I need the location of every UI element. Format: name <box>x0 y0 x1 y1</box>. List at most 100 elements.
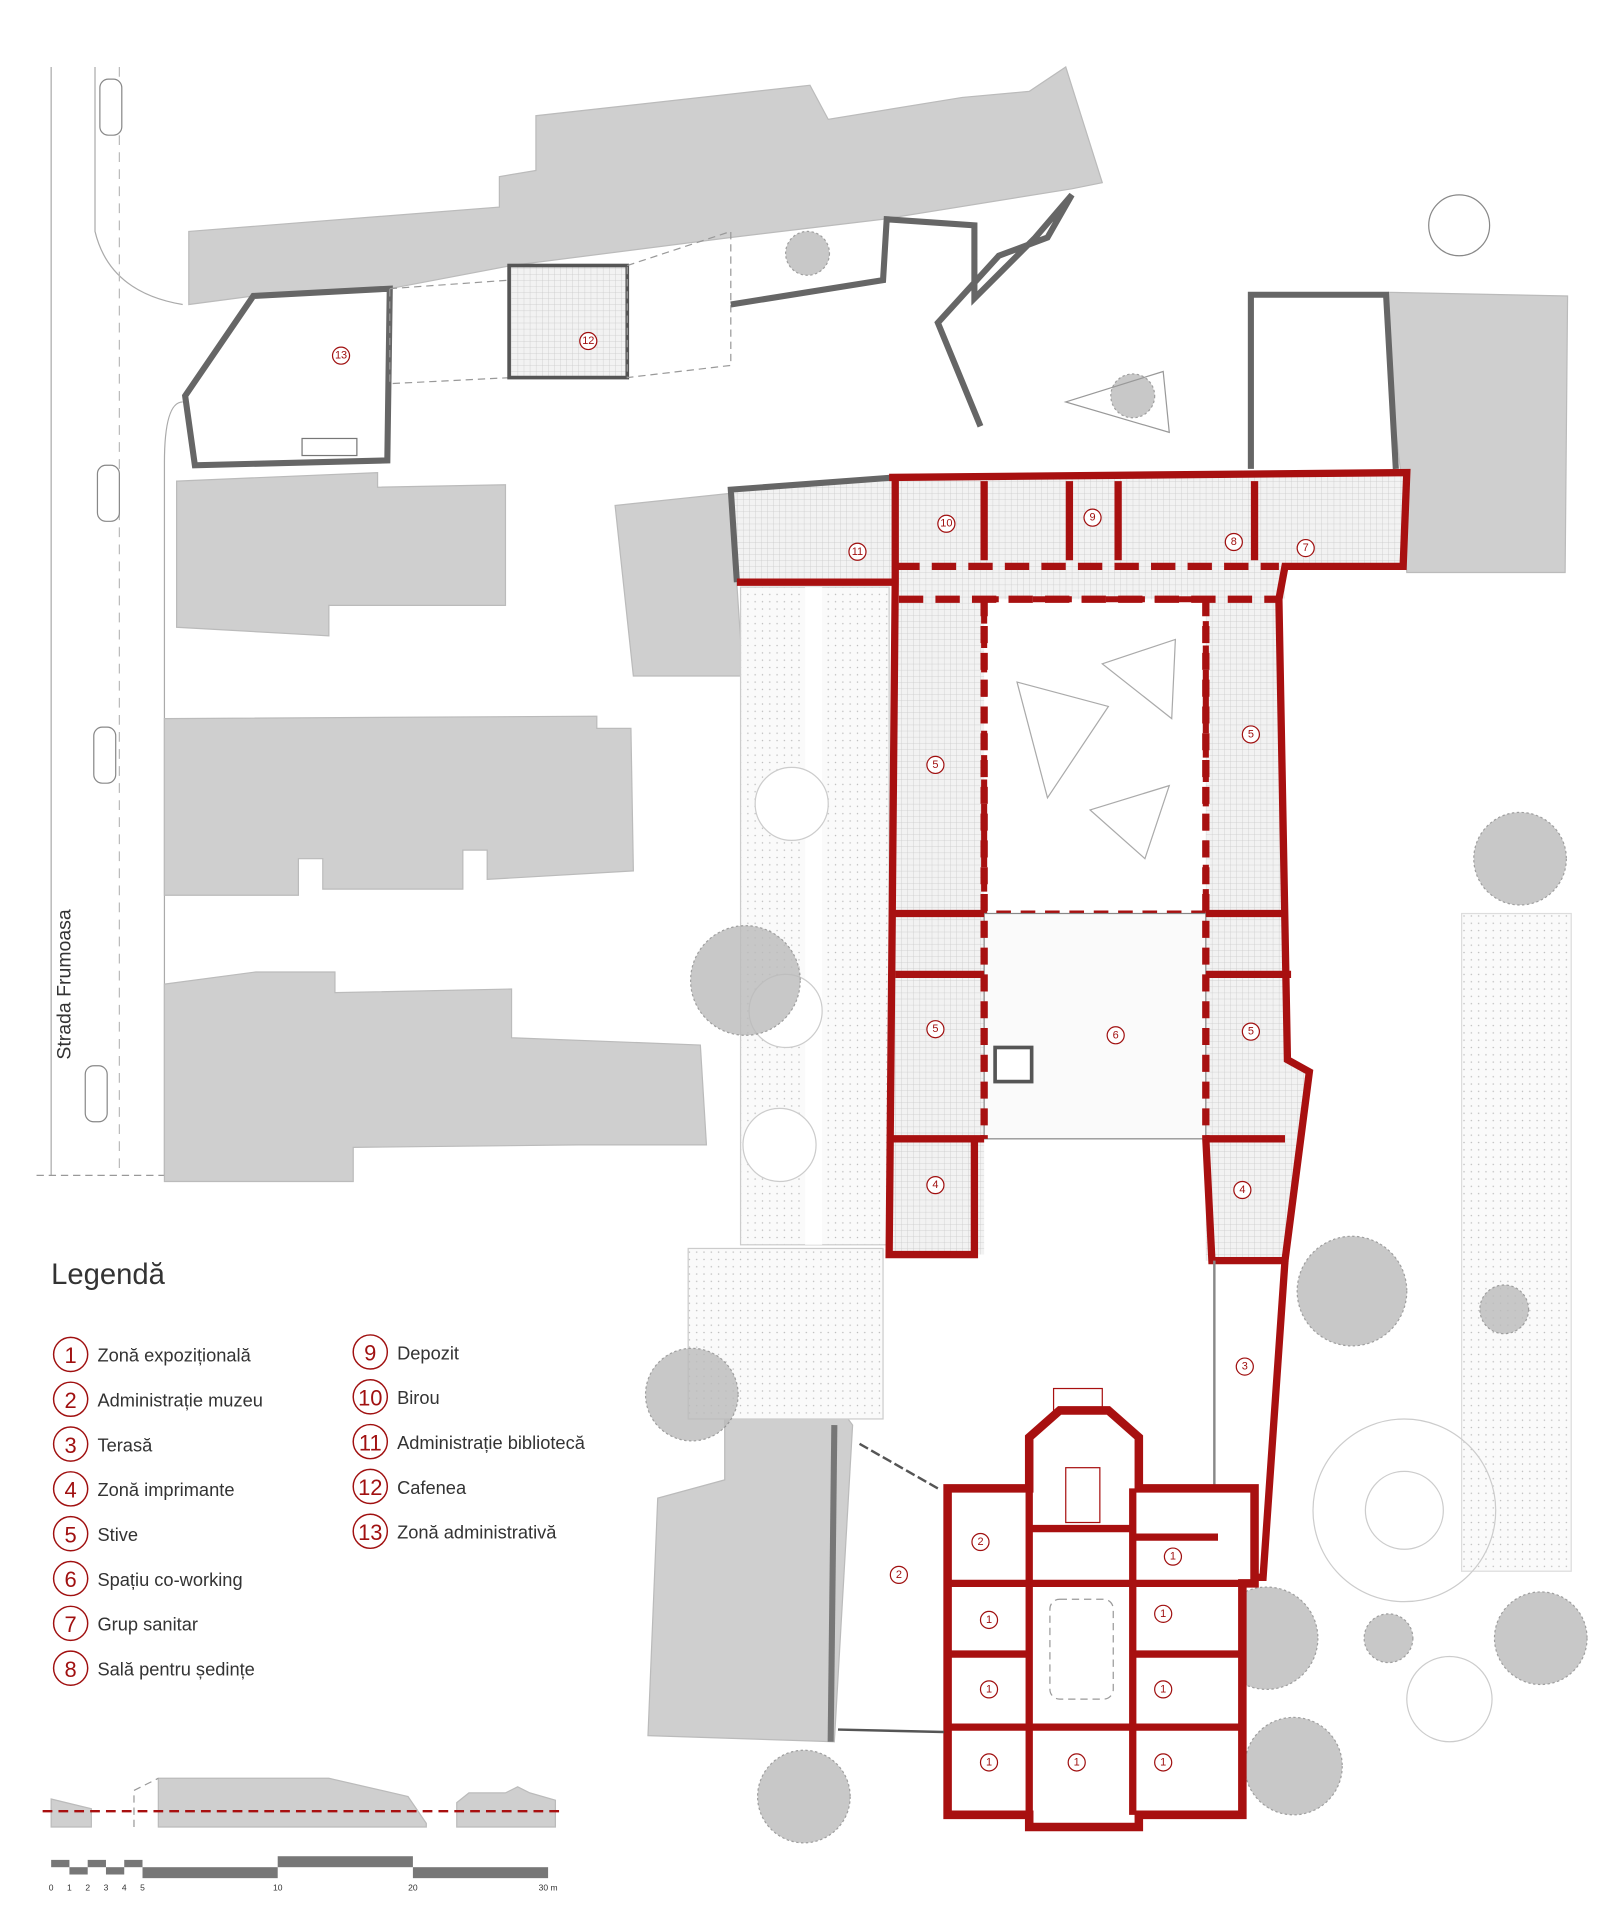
room-marker-number: 1 <box>986 1614 992 1626</box>
scale-tick-label: 10 <box>273 1882 283 1892</box>
room-marker-number: 1 <box>1170 1551 1176 1563</box>
room-marker-number: 9 <box>1089 512 1095 524</box>
garden <box>687 194 1572 1743</box>
room-marker: 11 <box>848 542 867 561</box>
legend-item: 2 Administrație muzeu <box>52 1381 263 1418</box>
room-marker-number: 1 <box>1160 1683 1166 1695</box>
room-marker-number: 1 <box>1160 1756 1166 1768</box>
room-marker-number: 7 <box>1303 542 1309 554</box>
room-marker: 1 <box>979 1610 999 1630</box>
legend-title: Legendă <box>51 1259 166 1291</box>
room-marker-number: 10 <box>940 518 952 530</box>
legend-number: 1 <box>65 1343 77 1368</box>
room-marker: 5 <box>926 755 945 775</box>
legend-number: 5 <box>65 1522 77 1547</box>
room-marker: 4 <box>926 1175 945 1195</box>
scale-tick-label: 20 <box>408 1882 418 1892</box>
legend-item: 4 Zonă imprimante <box>52 1471 234 1507</box>
room-marker: 10 <box>937 514 956 533</box>
room-marker-number: 4 <box>1239 1184 1245 1196</box>
room-marker: 8 <box>1224 532 1243 552</box>
scale-tick-label: 4 <box>122 1882 127 1892</box>
tree-icon <box>1296 1235 1408 1347</box>
room-marker: 4 <box>1233 1180 1252 1200</box>
room-marker: 6 <box>1106 1026 1125 1045</box>
room-marker: 1 <box>1067 1753 1086 1772</box>
room-marker: 2 <box>971 1532 990 1552</box>
room-marker-number: 1 <box>1160 1608 1166 1620</box>
legend-label: Zonă administrativă <box>397 1522 557 1543</box>
coworking-complex <box>727 468 1411 1581</box>
room-marker: 1 <box>1154 1680 1173 1699</box>
room-marker-number: 2 <box>896 1569 902 1581</box>
legend-number: 10 <box>358 1386 382 1411</box>
legend-label: Grup sanitar <box>97 1614 198 1635</box>
legend-item: 5 Stive <box>52 1515 138 1552</box>
room-marker: 12 <box>579 331 598 351</box>
tree-icon <box>1473 811 1567 906</box>
room-marker-number: 4 <box>932 1179 938 1191</box>
car-icon <box>96 464 120 522</box>
scale-tick-label: 5 <box>140 1882 145 1892</box>
scale-tick-label: 1 <box>67 1882 72 1892</box>
tree-icon <box>1244 1716 1343 1816</box>
legend-label: Cafenea <box>397 1477 467 1498</box>
street: Strada Frumoasa <box>36 66 183 1176</box>
room-marker: 3 <box>1235 1357 1254 1376</box>
legend-label: Stive <box>97 1524 138 1545</box>
legend-number: 6 <box>65 1567 77 1592</box>
legend-label: Zonă imprimante <box>97 1479 234 1500</box>
room-marker: 1 <box>1163 1547 1183 1566</box>
museum <box>837 1387 1259 1832</box>
legend-label: Zonă expozițională <box>97 1345 251 1366</box>
legend-label: Administrație muzeu <box>97 1390 262 1411</box>
room-marker: 1 <box>979 1680 999 1699</box>
room-marker-number: 5 <box>1248 1026 1254 1038</box>
tree-icon <box>1493 1591 1588 1686</box>
site-section <box>42 1777 563 1828</box>
room-marker: 2 <box>889 1565 909 1585</box>
room-marker: 5 <box>1241 725 1261 744</box>
room-marker-number: 5 <box>932 1023 938 1035</box>
legend-number: 13 <box>358 1520 382 1545</box>
legend-number: 12 <box>358 1475 382 1500</box>
room-marker: 7 <box>1296 538 1315 558</box>
tree-icon <box>785 230 831 276</box>
room-marker: 1 <box>979 1753 999 1772</box>
room-marker-number: 6 <box>1113 1029 1119 1041</box>
legend-label: Administrație bibliotecă <box>397 1432 586 1453</box>
legend-label: Depozit <box>397 1342 459 1363</box>
legend-number: 2 <box>65 1388 77 1413</box>
tree-icon <box>689 925 801 1036</box>
legend-number: 4 <box>65 1478 77 1503</box>
street-name: Strada Frumoasa <box>54 909 76 1060</box>
neighbour-buildings <box>163 66 1569 1743</box>
legend-item: 1 Zonă expozițională <box>52 1336 252 1373</box>
room-marker-number: 8 <box>1231 536 1237 548</box>
room-marker-number: 1 <box>986 1756 992 1768</box>
room-marker-number: 2 <box>977 1536 983 1548</box>
legend-label: Terasă <box>97 1434 153 1455</box>
legend-item: 3 Terasă <box>52 1426 153 1462</box>
legend-number: 3 <box>65 1433 77 1458</box>
car-icon <box>99 78 123 136</box>
room-marker-number: 1 <box>986 1683 992 1695</box>
room-marker-number: 5 <box>932 759 938 771</box>
scale-tick-label: 3 <box>104 1882 109 1892</box>
room-marker-number: 11 <box>852 546 863 558</box>
legend-item: 12 Cafenea <box>352 1468 467 1505</box>
room-marker: 5 <box>1241 1022 1261 1041</box>
room-marker-number: 5 <box>1248 728 1254 740</box>
tree-icon <box>1479 1284 1530 1335</box>
tree-icon <box>1363 1613 1414 1664</box>
room-marker-number: 12 <box>582 335 594 347</box>
tree-icon <box>644 1347 739 1442</box>
room-marker: 13 <box>331 346 351 365</box>
scale-tick-label: 0 <box>49 1882 54 1892</box>
room-marker-number: 13 <box>335 350 347 362</box>
